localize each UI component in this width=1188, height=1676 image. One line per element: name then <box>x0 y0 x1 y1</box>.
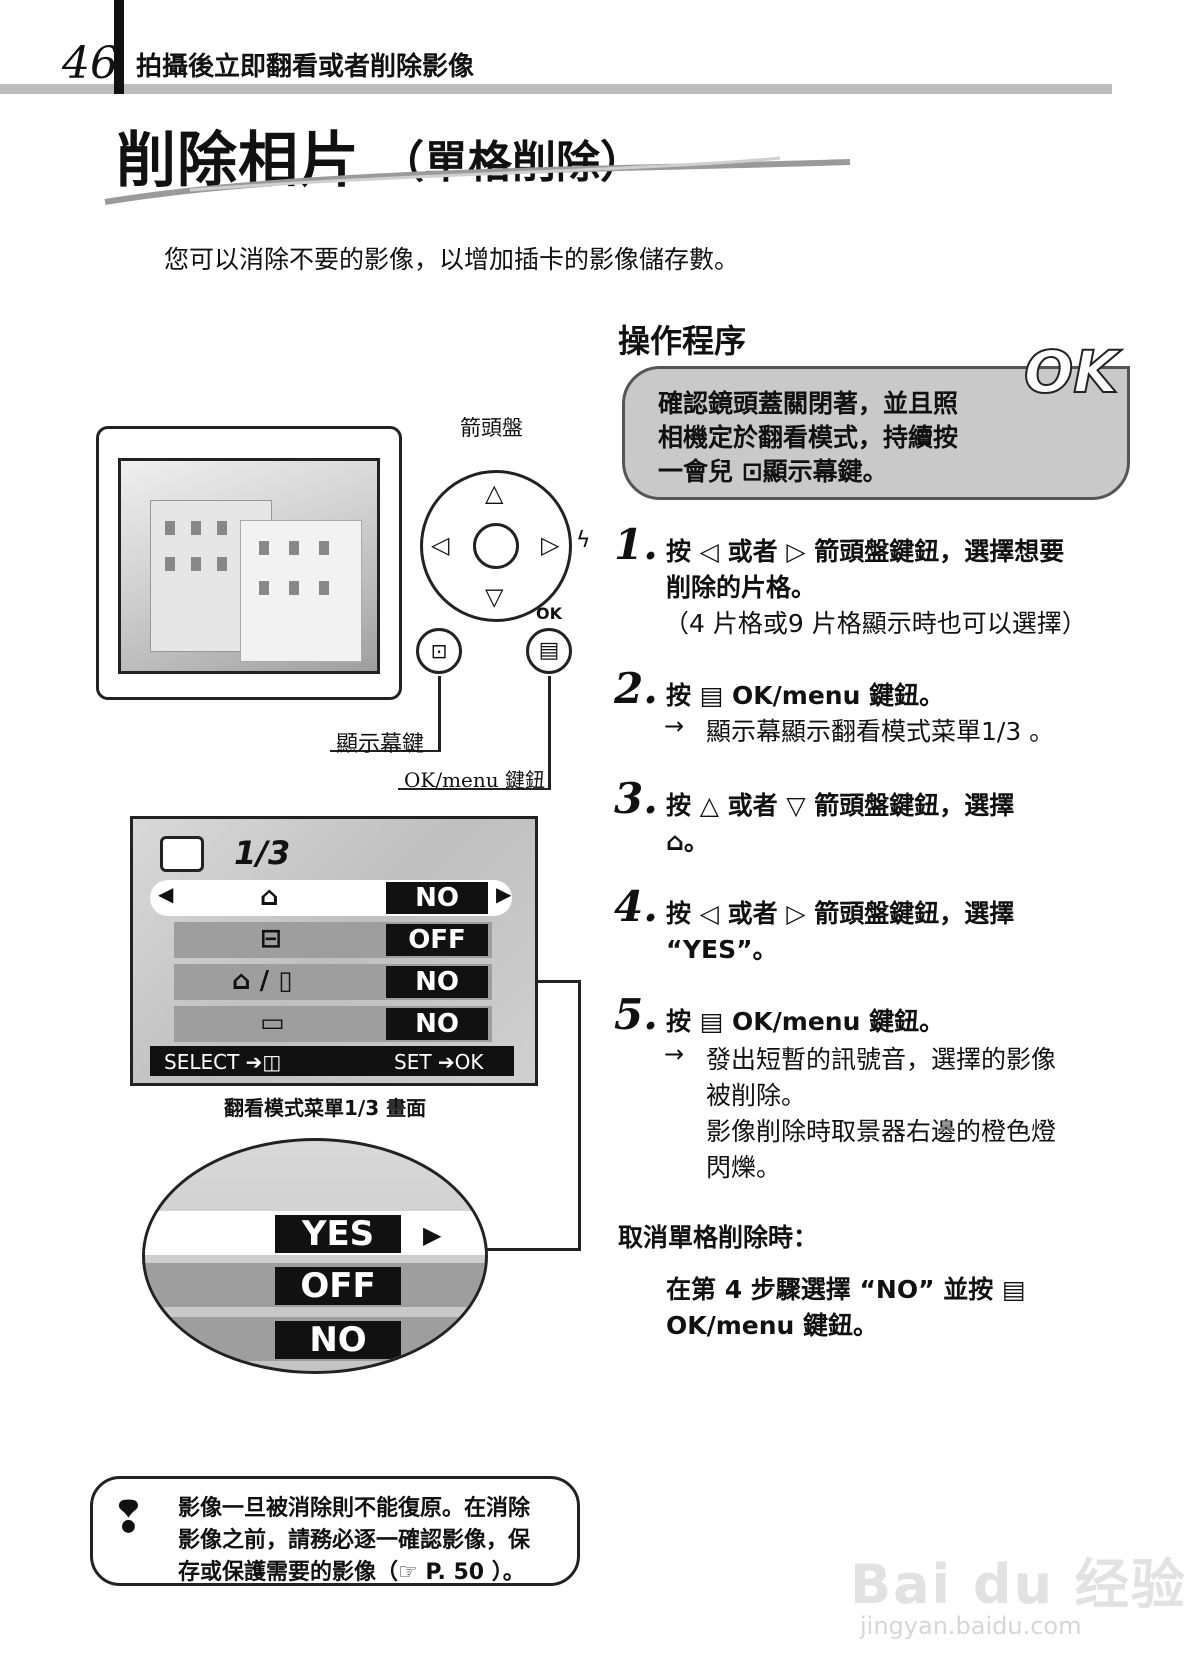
title-swoosh <box>104 156 851 205</box>
display-icon: ⊡ <box>430 639 448 663</box>
flash-icon: ϟ <box>576 528 591 553</box>
menu-value: NO <box>386 882 488 914</box>
zoom-value: YES <box>275 1215 401 1253</box>
step-text: “YES”。 <box>666 935 778 964</box>
result-arrow: → <box>664 1040 685 1068</box>
step-note: （4 片格或9 片格顯示時也可以選擇） <box>664 609 1087 638</box>
left-arrow-icon[interactable]: ◁ <box>431 531 450 559</box>
callout-line <box>330 750 441 752</box>
step-number: 3. <box>614 774 658 823</box>
step-text: 按 ◁ 或者 ▷ 箭頭盤鍵鈕，選擇 <box>666 899 1015 928</box>
callout-line <box>398 788 551 790</box>
right-arrow-icon[interactable]: ▷ <box>541 531 560 559</box>
menu-list-icon <box>160 836 204 872</box>
step-text: ⌂。 <box>666 827 709 856</box>
dpad-label: 箭頭盤 <box>460 416 523 440</box>
slideshow-icon: ▭ <box>260 1008 285 1038</box>
callout-line <box>438 676 441 750</box>
zoom-value: OFF <box>275 1267 401 1305</box>
step-text: 按 ▤ OK/menu 鍵鈕。 <box>666 681 945 710</box>
menu-page-indicator: 1/3 <box>234 834 291 872</box>
zoom-value: NO <box>275 1321 401 1359</box>
warning-text: 影像之前，請務必逐一確認影像，保 <box>178 1528 531 1553</box>
step-text: 按 ▤ OK/menu 鍵鈕。 <box>666 1007 945 1036</box>
building-image <box>240 520 362 662</box>
warning-box <box>90 1476 580 1586</box>
page-subtitle: （單格削除） <box>380 137 644 188</box>
left-triangle-icon: ◀ <box>158 882 174 906</box>
zoom-connector <box>578 980 581 1250</box>
menu-footer: SELECT ➔◫ SET ➔OK <box>150 1046 514 1076</box>
procedure-heading: 操作程序 <box>618 322 747 360</box>
watermark-url: jingyan.baidu.com <box>860 1612 1082 1640</box>
step-result: 被削除。 <box>706 1081 807 1110</box>
cancel-text: OK/menu 鍵鈕。 <box>666 1311 879 1340</box>
menu-value: NO <box>386 966 488 998</box>
arrow-pad[interactable]: △ ▽ ◁ ▷ <box>420 470 572 622</box>
display-key-label: 顯示幕鍵 <box>336 732 425 757</box>
watermark-logo: Bai du 经验 <box>850 1553 1187 1616</box>
precondition-line: 相機定於翻看模式，持續按 <box>658 423 959 452</box>
select-hint: SELECT ➔◫ <box>164 1050 282 1074</box>
set-hint: SET ➔OK <box>394 1050 484 1074</box>
step-number: 4. <box>614 882 658 931</box>
step-result: 發出短暫的訊號音，選擇的影像 <box>706 1045 1057 1074</box>
erase-all-icon: ⌂ / ▯ <box>232 966 293 996</box>
callout-line <box>548 676 551 788</box>
menu-value: OFF <box>386 924 488 956</box>
erase-icon: ⌂ <box>260 882 279 912</box>
step-number: 1. <box>614 520 658 569</box>
dpad-center-button[interactable] <box>473 523 519 569</box>
precondition-line: 一會兒 ⊡顯示幕鍵。 <box>658 457 888 486</box>
step-result: 閃爍。 <box>706 1153 782 1182</box>
display-button[interactable]: ⊡ <box>416 628 462 674</box>
step-result: 影像削除時取景器右邊的橙色燈 <box>706 1117 1057 1146</box>
precondition-box <box>622 366 1130 500</box>
ok-menu-key-label: OK/menu 鍵鈕 <box>404 768 545 792</box>
cancel-text: 在第 4 步驟選擇 “NO” 並按 ▤ <box>666 1275 1026 1304</box>
zoom-connector <box>470 1248 581 1251</box>
zoomed-menu-detail: YES ▶ OFF NO <box>142 1138 488 1374</box>
up-arrow-icon[interactable]: △ <box>485 479 504 507</box>
right-triangle-icon: ▶ <box>423 1221 442 1249</box>
intro-text: 您可以消除不要的影像，以增加插卡的影像儲存數。 <box>164 245 740 274</box>
right-triangle-icon: ▶ <box>496 882 512 906</box>
down-arrow-icon[interactable]: ▽ <box>485 583 504 611</box>
step-number: 5. <box>614 990 658 1039</box>
header-divider <box>114 0 124 94</box>
step-text: 按 △ 或者 ▽ 箭頭盤鍵鈕，選擇 <box>666 791 1015 820</box>
menu-icon: ▤ <box>538 638 560 663</box>
step-result: 顯示幕顯示翻看模式菜單1/3 。 <box>706 717 1055 746</box>
step-text: 削除的片格。 <box>666 573 817 602</box>
menu-value: NO <box>386 1008 488 1040</box>
zoom-connector <box>538 980 580 983</box>
menu-caption: 翻看模式菜單1/3 畫面 <box>224 1096 427 1120</box>
ok-logo: OK <box>1023 337 1119 407</box>
section-title: 拍攝後立即翻看或者削除影像 <box>136 52 475 82</box>
ok-label: OK <box>536 604 562 623</box>
warning-text: 影像一旦被消除則不能復原。在消除 <box>178 1496 531 1521</box>
precondition-line: 確認鏡頭蓋關閉著，並且照 <box>658 389 959 418</box>
warning-icon: ❢ <box>110 1492 147 1543</box>
ok-menu-button[interactable]: ▤ <box>526 628 572 674</box>
step-text: 按 ◁ 或者 ▷ 箭頭盤鍵鈕，選擇想要 <box>666 537 1065 566</box>
cancel-heading: 取消單格削除時： <box>618 1223 819 1252</box>
header-rule <box>0 84 1112 94</box>
result-arrow: → <box>664 712 685 740</box>
step-number: 2. <box>614 664 658 713</box>
page-number: 46 <box>62 38 118 89</box>
protect-icon: ⊟ <box>260 924 282 954</box>
warning-text: 存或保護需要的影像（☞ P. 50 ）。 <box>178 1560 525 1585</box>
